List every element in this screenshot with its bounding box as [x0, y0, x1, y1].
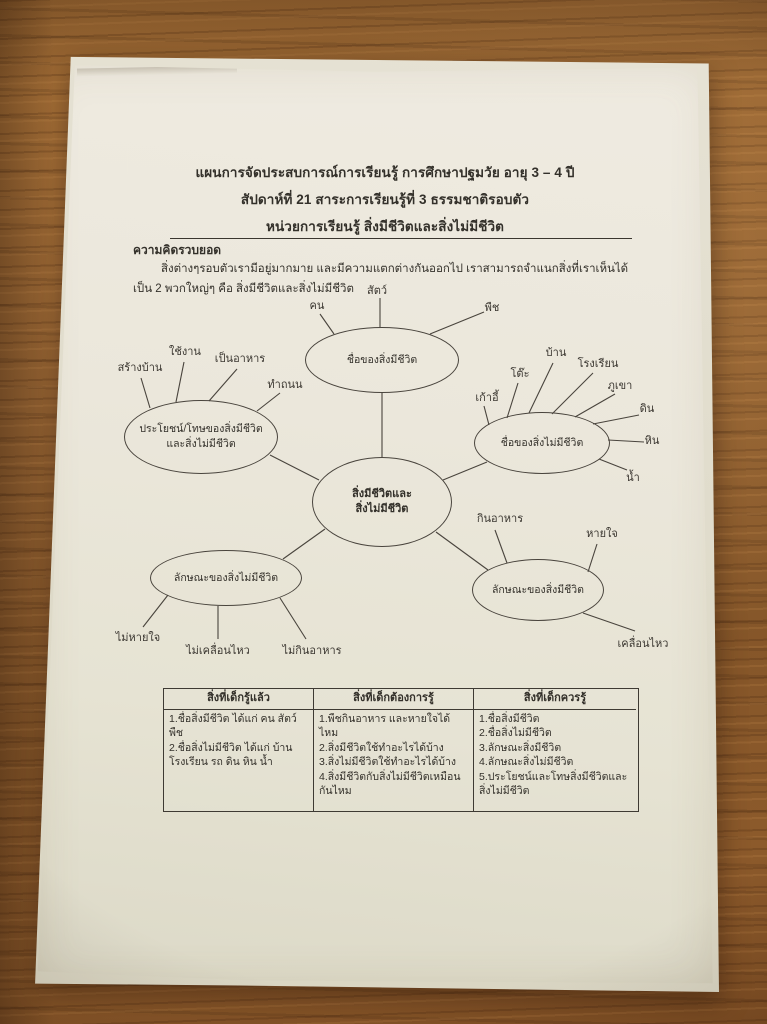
- table-cell-line: 3.สิ่งไม่มีชีวิตใช้ทำอะไรได้บ้าง: [319, 756, 456, 768]
- title-line-2: สัปดาห์ที่ 21 สาระการเรียนรู้ที่ 3 ธรรมช…: [240, 192, 530, 207]
- concept-paragraph: สิ่งต่างๆรอบตัวเรามีอยู่มากมาย และมีความ…: [133, 259, 653, 299]
- leaf-not-breathe: ไม่หายใจ: [115, 632, 161, 644]
- node-label: ชื่อของสิ่งไม่มีชีวิต: [500, 436, 584, 449]
- table-column-want-to-know: สิ่งที่เด็กต้องการรู้ 1.พืชกินอาหาร และห…: [313, 689, 473, 811]
- node-label: ชื่อของสิ่งมีชีวิต: [346, 353, 418, 366]
- column-header-known: สิ่งที่เด็กรู้แล้ว: [164, 689, 313, 710]
- connector-lines: [140, 298, 645, 640]
- node-living-traits: ลักษณะของสิ่งมีชีวิต: [472, 559, 604, 621]
- node-nonliving-traits: ลักษณะของสิ่งไม่มีชีวิต: [150, 550, 302, 606]
- leaf-move: เคลื่อนไหว: [617, 638, 669, 650]
- table-cell-line: 4.สิ่งมีชีวิตกับสิ่งไม่มีชีวิตเหมือนกันไ…: [319, 770, 461, 798]
- leaf-use-work: ใช้งาน: [169, 346, 201, 358]
- leaf-not-move: ไม่เคลื่อนไหว: [186, 645, 250, 657]
- section-heading: ความคิดรวบยอด: [133, 243, 222, 257]
- table-cell-line: 2.ชื่อสิ่งไม่มีชีวิต ได้แก่ บ้าน โรงเรีย…: [169, 741, 293, 769]
- node-label: สิ่งมีชีวิตและ: [352, 488, 412, 500]
- leaf-water: น้ำ: [626, 472, 640, 484]
- table-cell-line: 2.ชื่อสิ่งไม่มีชีวิต: [479, 727, 552, 739]
- column-header-should-know: สิ่งที่เด็กควรรู้: [474, 689, 636, 710]
- table-cell: 1.พืชกินอาหาร และหายใจได้ไหม 2.สิ่งมีชีว…: [314, 710, 473, 805]
- document-title: แผนการจัดประสบการณ์การเรียนรู้ การศึกษาป…: [117, 159, 653, 240]
- table-cell: 1.ชื่อสิ่งมีชีวิต 2.ชื่อสิ่งไม่มีชีวิต 3…: [474, 710, 636, 805]
- node-label: ลักษณะของสิ่งมีชีวิต: [491, 583, 584, 596]
- leaf-as-food: เป็นอาหาร: [214, 353, 266, 365]
- node-label: สิ่งไม่มีชีวิต: [355, 503, 409, 515]
- table-cell-line: 4.ลักษณะสิ่งไม่มีชีวิต: [479, 756, 574, 768]
- column-header-want-to-know: สิ่งที่เด็กต้องการรู้: [314, 689, 473, 710]
- node-label: ประโยชน์/โทษของสิ่งมีชีวิต: [139, 423, 263, 435]
- table-column-known: สิ่งที่เด็กรู้แล้ว 1.ชื่อสิ่งมีชีวิต ได้…: [164, 689, 313, 811]
- leaf-person: คน: [309, 300, 325, 312]
- title-line-3: หน่วยการเรียนรู้ สิ่งมีชีวิตและสิ่งไม่มี…: [265, 219, 505, 234]
- table-cell-line: 2.สิ่งมีชีวิตใช้ทำอะไรได้บ้าง: [319, 741, 444, 754]
- table-cell-line: 1.พืชกินอาหาร และหายใจได้ไหม: [319, 712, 451, 740]
- leaf-animal: สัตว์: [366, 285, 388, 297]
- title-line-1: แผนการจัดประสบการณ์การเรียนรู้ การศึกษาป…: [195, 165, 575, 180]
- paragraph-line-1: สิ่งต่างๆรอบตัวเรามีอยู่มากมาย และมีความ…: [161, 263, 629, 275]
- leaf-chair: เก้าอี้: [475, 392, 499, 404]
- leaf-school: โรงเรียน: [577, 358, 619, 370]
- leaf-eat-food: กินอาหาร: [476, 513, 524, 525]
- leaf-breathe: หายใจ: [586, 528, 618, 540]
- title-underline: [170, 238, 632, 239]
- leaf-plant: พืช: [484, 302, 500, 314]
- table-cell-line: 5.ประโยชน์และโทษสิ่งมีชีวิตและสิ่งไม่มีช…: [479, 770, 628, 798]
- leaf-house: บ้าน: [545, 347, 567, 359]
- node-center-topic: สิ่งมีชีวิตและ สิ่งไม่มีชีวิต: [312, 457, 452, 547]
- node-living-names: ชื่อของสิ่งมีชีวิต: [305, 327, 459, 393]
- table-column-should-know: สิ่งที่เด็กควรรู้ 1.ชื่อสิ่งมีชีวิต 2.ชื…: [473, 689, 636, 811]
- paragraph-line-2: เป็น 2 พวกใหญ่ๆ คือ สิ่งมีชีวิตและสิ่งไม…: [133, 283, 354, 295]
- table-cell: 1.ชื่อสิ่งมีชีวิต ได้แก่ คน สัตว์ พืช 2.…: [164, 710, 313, 776]
- node-label: ลักษณะของสิ่งไม่มีชีวิต: [173, 571, 279, 584]
- table-cell-line: 1.ชื่อสิ่งมีชีวิต: [479, 712, 540, 725]
- table-cell-line: 3.ลักษณะสิ่งมีชีวิต: [479, 741, 562, 754]
- table-cell-line: 1.ชื่อสิ่งมีชีวิต ได้แก่ คน สัตว์ พืช: [169, 712, 297, 740]
- mind-map: ชื่อของสิ่งมีชีวิต ประโยชน์/โทษของสิ่งมี…: [38, 65, 713, 983]
- leaf-mountain: ภูเขา: [607, 380, 633, 392]
- kwl-table: สิ่งที่เด็กรู้แล้ว 1.ชื่อสิ่งมีชีวิต ได้…: [163, 688, 639, 812]
- lesson-plan-sheet: แผนการจัดประสบการณ์การเรียนรู้ การศึกษาป…: [37, 65, 713, 984]
- leaf-not-eat: ไม่กินอาหาร: [282, 645, 342, 657]
- leaf-table: โต๊ะ: [510, 368, 530, 380]
- node-benefits-harms: ประโยชน์/โทษของสิ่งมีชีวิต และสิ่งไม่มีช…: [124, 400, 278, 474]
- leaf-rock: หิน: [644, 435, 660, 447]
- node-nonliving-names: ชื่อของสิ่งไม่มีชีวิต: [474, 412, 610, 474]
- leaf-soil: ดิน: [639, 403, 655, 415]
- leaf-build-house: สร้างบ้าน: [117, 362, 163, 374]
- leaf-make-road: ทำถนน: [267, 379, 303, 391]
- node-label: และสิ่งไม่มีชีวิต: [166, 438, 236, 450]
